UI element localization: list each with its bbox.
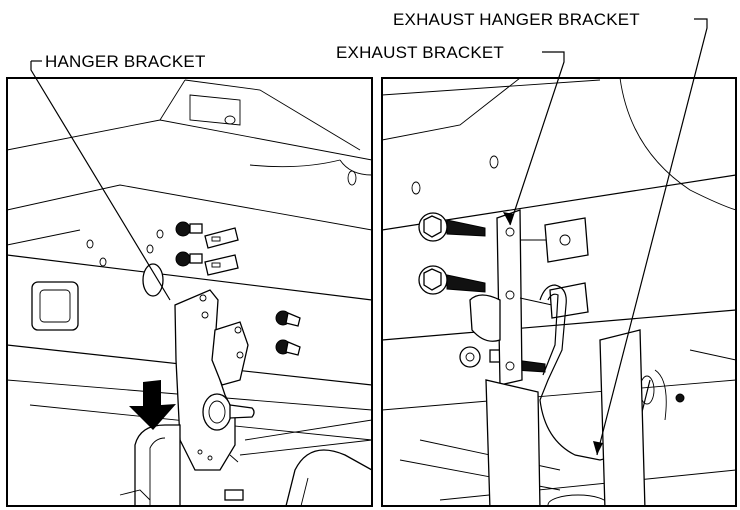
install-down-arrow-icon xyxy=(129,380,176,430)
frame-holes xyxy=(86,115,357,297)
exhaust-bracket-part xyxy=(496,209,553,386)
left-panel-border xyxy=(6,77,373,507)
lower-bolts xyxy=(275,310,301,356)
left-panel xyxy=(6,77,373,507)
hanger-bracket-part xyxy=(174,289,255,471)
right-panel xyxy=(381,77,737,507)
hanger-bracket-label: HANGER BRACKET xyxy=(45,52,206,71)
exhaust-pipe xyxy=(119,419,372,506)
callout-hanger-bracket: HANGER BRACKET xyxy=(30,52,206,301)
clip-nuts-right xyxy=(544,217,589,319)
upper-bolts xyxy=(175,221,239,276)
callout-exhaust-bracket: EXHAUST BRACKET xyxy=(336,43,565,226)
exhaust-bolts xyxy=(418,212,546,373)
exhaust-hanger-bracket-label: EXHAUST HANGER BRACKET xyxy=(393,10,640,29)
frame-square-hole xyxy=(31,281,79,331)
vertical-tube-right xyxy=(485,329,685,506)
exhaust-bracket-label: EXHAUST BRACKET xyxy=(336,43,504,62)
exhaust-hanger-bracket-part xyxy=(469,284,651,461)
callout-exhaust-hanger-bracket: EXHAUST HANGER BRACKET xyxy=(393,10,708,456)
